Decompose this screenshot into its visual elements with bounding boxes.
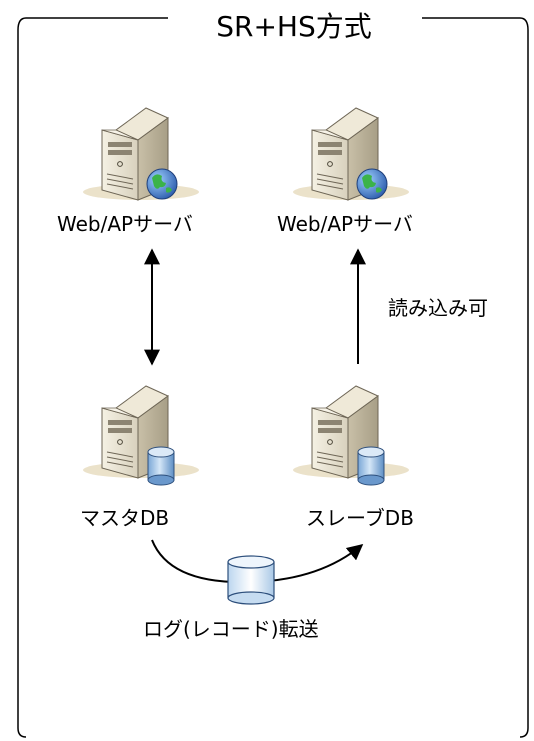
db-cylinder-icon <box>357 446 385 486</box>
read-allowed-label: 読み込み可 <box>388 296 488 320</box>
log-cylinder-icon <box>227 555 275 605</box>
log-transfer-label: ログ(レコード)転送 <box>143 617 319 641</box>
web-server-1 <box>82 107 200 201</box>
web-server-2-label: Web/APサーバ <box>277 212 413 236</box>
web-server-globe-icon <box>356 168 388 200</box>
frame-border <box>17 17 529 738</box>
slave-db-label: スレーブDB <box>306 506 414 530</box>
master-db-server <box>82 385 200 486</box>
slave-db-server <box>292 385 410 486</box>
web-server-2 <box>292 107 410 201</box>
diagram-title: SR+HS方式 <box>170 10 418 44</box>
master-db-label: マスタDB <box>80 506 170 530</box>
db-cylinder-icon <box>147 446 175 486</box>
web-server-1-label: Web/APサーバ <box>57 212 193 236</box>
web-server-globe-icon <box>146 168 178 200</box>
